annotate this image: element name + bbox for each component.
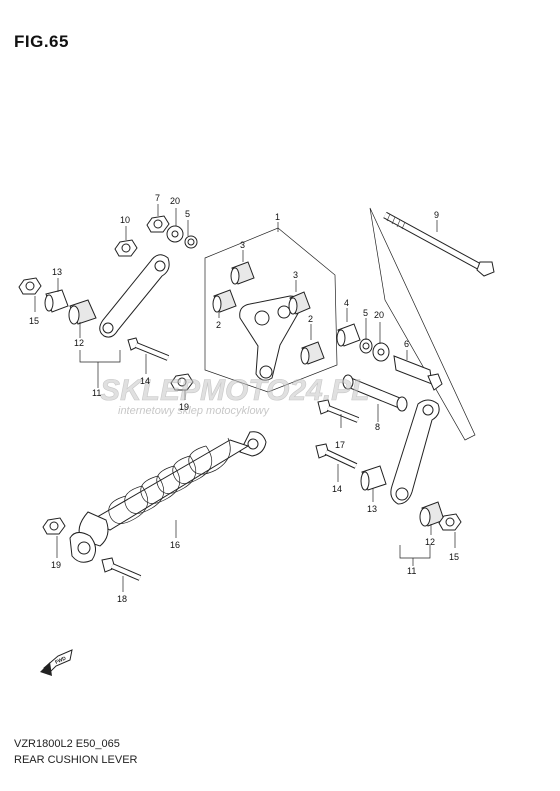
figure-title: FIG.65	[14, 32, 69, 51]
callout-18: 18	[117, 594, 127, 604]
bearing-part-12-right[interactable]	[419, 501, 445, 527]
callout-1: 1	[275, 212, 280, 222]
callout-12a: 12	[74, 338, 84, 348]
bearing-part-12-left[interactable]	[68, 299, 97, 325]
callout-15b: 15	[449, 552, 459, 562]
callout-6: 6	[404, 339, 409, 349]
callout-5b: 5	[363, 308, 368, 318]
collar-part-13-right[interactable]	[360, 465, 387, 491]
bracket-11-right	[399, 545, 431, 559]
callout-11b: 11	[407, 566, 416, 576]
watermark-tagline: internetowy sklep motocyklowy	[118, 405, 271, 417]
leader-lines	[34, 204, 456, 592]
nut-part-15-right[interactable]	[438, 513, 462, 531]
long-bolt-part-9[interactable]	[383, 211, 495, 277]
bracket-11-left	[79, 350, 121, 363]
bearing-part-2-b[interactable]	[300, 341, 325, 365]
callout-7: 7	[155, 193, 160, 203]
callout-4: 4	[344, 298, 349, 308]
callout-3b: 3	[293, 270, 298, 280]
callout-2a: 2	[216, 320, 221, 330]
seal-part-5-top[interactable]	[184, 235, 198, 249]
callout-8: 8	[375, 422, 380, 432]
nut-part-10[interactable]	[114, 239, 138, 257]
sleeve-part-8[interactable]	[342, 374, 408, 412]
collar-part-4[interactable]	[336, 323, 361, 347]
seal-part-5-right[interactable]	[359, 338, 373, 354]
callout-2b: 2	[308, 314, 313, 324]
callout-14b: 14	[332, 484, 342, 494]
bolt-part-17[interactable]	[317, 399, 360, 423]
callout-16: 16	[170, 540, 180, 550]
bolt-part-14-left[interactable]	[127, 337, 170, 361]
collar-part-13-left[interactable]	[44, 289, 69, 313]
callout-19a: 19	[179, 402, 189, 412]
right-link-part-11[interactable]	[390, 399, 440, 505]
callout-9: 9	[434, 210, 439, 220]
left-link-part-11[interactable]	[99, 254, 170, 338]
shock-absorber-part-16[interactable]	[69, 431, 267, 563]
spacer-part-6[interactable]	[393, 355, 443, 391]
watermark: SKLEPMOTO24.PL internetowy sklep motocyk…	[100, 374, 370, 417]
fwd-arrow-icon: FWD	[40, 649, 73, 676]
callout-20a: 20	[170, 196, 180, 206]
washer-part-20-top[interactable]	[166, 225, 184, 243]
callout-12b: 12	[425, 537, 435, 547]
callout-13a: 13	[52, 267, 62, 277]
fwd-label: FWD	[54, 655, 67, 665]
callout-13b: 13	[367, 504, 377, 514]
assembly-name: REAR CUSHION LEVER	[14, 754, 138, 766]
model-code: VZR1800L2 E50_065	[14, 738, 120, 750]
nut-part-15-left[interactable]	[18, 277, 42, 295]
washer-part-20-right[interactable]	[372, 342, 390, 362]
callout-19b: 19	[51, 560, 61, 570]
callout-numbers: 1 2 2 3 3 4 5 5 6 7 8 9 10 11 11 12 12 1…	[29, 193, 459, 604]
cushion-lever-part-1[interactable]	[239, 295, 301, 381]
callout-14a: 14	[140, 376, 150, 386]
callout-11a: 11	[92, 388, 101, 398]
bearing-part-3-a[interactable]	[230, 261, 255, 285]
bearing-part-3-b[interactable]	[288, 291, 311, 315]
callout-15a: 15	[29, 316, 39, 326]
bolt-group-bracket	[369, 207, 476, 441]
callout-20b: 20	[374, 310, 384, 320]
callout-5a: 5	[185, 209, 190, 219]
callout-10: 10	[120, 215, 130, 225]
nut-part-19-middle[interactable]	[170, 373, 194, 391]
nut-part-7[interactable]	[146, 215, 170, 233]
nut-part-19-left[interactable]	[42, 517, 66, 535]
callout-17: 17	[335, 440, 345, 450]
callout-3a: 3	[240, 240, 245, 250]
bolt-part-14-right[interactable]	[315, 443, 358, 469]
bolt-part-18[interactable]	[101, 557, 142, 581]
watermark-brand: SKLEPMOTO24.PL	[100, 374, 370, 407]
bearing-part-2-a[interactable]	[212, 289, 237, 313]
